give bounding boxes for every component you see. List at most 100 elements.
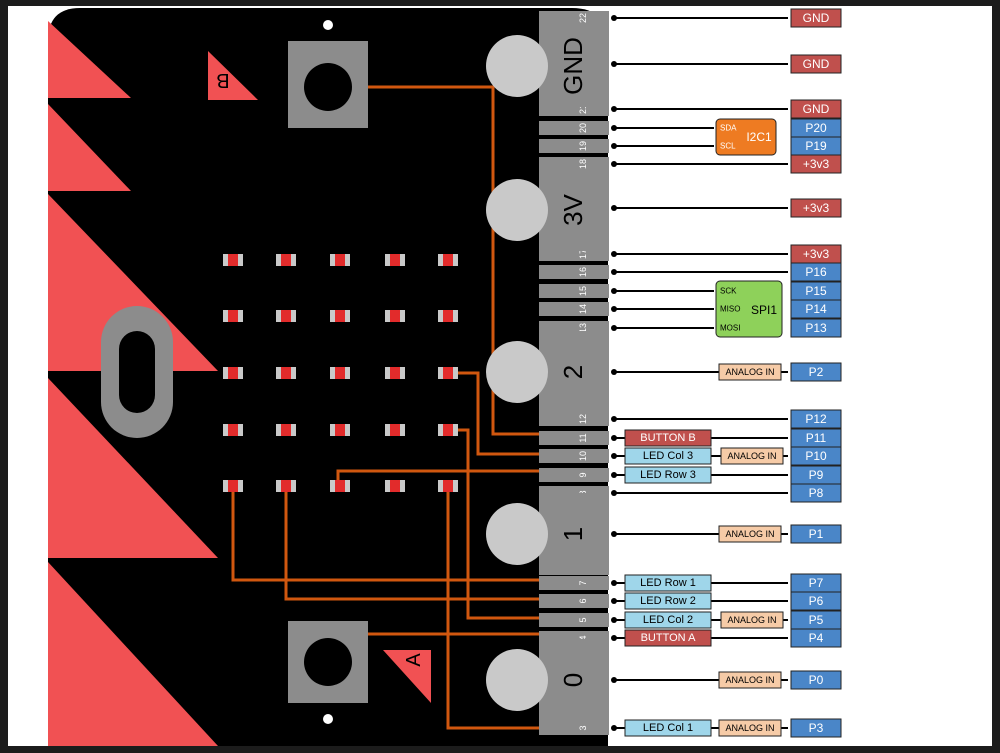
function-label-text: LED Col 2 [643,614,693,626]
pin-connector-dot [611,369,617,375]
pin-label-text: +3v3 [803,247,830,261]
edge-pin-number: 22 [578,13,588,23]
analog-in-label: ANALOG IN [720,447,784,465]
pad-label: 2 [558,365,588,379]
pin-label-gnd: GND [790,8,842,28]
pin-label-text: P2 [809,365,824,379]
edge-pin-strip [539,11,609,25]
edge-pin-number: 10 [578,451,588,461]
analog-in-label: ANALOG IN [718,671,782,689]
red-triangle [48,378,218,558]
edge-pin-number: 13 [578,323,588,333]
pin-label-text: P20 [805,121,827,135]
function-label-text: LED Row 2 [640,595,696,607]
pin-label-p1: P1 [790,524,842,544]
pin-label-p7: P7 [790,573,842,593]
function-label-text: LED Col 3 [643,450,693,462]
pin-label-p20: P20 [790,118,842,138]
red-triangle [48,104,131,191]
pin-label-p6: P6 [790,591,842,611]
led [438,367,458,379]
trace-led-col-3 [453,371,546,456]
edge-pin-number: 17 [578,249,588,259]
i2c-scl-label: SCL [720,142,736,151]
pad-label: 1 [558,527,588,541]
function-label-text: LED Row 3 [640,469,696,481]
red-triangle [48,562,218,746]
pin-connector-dot [611,205,617,211]
spi-miso-label: MISO [720,305,740,314]
function-label-led-row-3: LED Row 3 [624,466,712,484]
pin-label-text: GND [803,11,830,25]
led [223,254,243,266]
pin-connector-dot [611,453,617,459]
pin-label-text: P14 [805,302,827,316]
edge-pin-strip [539,284,609,298]
pin-label-p19: P19 [790,136,842,156]
pin-connector-dot [611,288,617,294]
edge-pin-number: 12 [578,414,588,424]
pin-connector-dot [611,635,617,641]
pin-connector-dot [611,435,617,441]
pin-label-text: P15 [805,284,827,298]
pin-label-plus3v3: +3v3 [790,244,842,264]
led [223,310,243,322]
led [276,480,296,492]
analog-in-label: ANALOG IN [720,611,784,629]
pin-label-p11: P11 [790,428,842,448]
pin-label-text: P0 [809,673,824,687]
button-b-letter: B [216,69,229,91]
led [330,310,350,322]
pad-label: 3V [558,193,588,225]
pin-connector-dot [611,325,617,331]
function-label-button-a: BUTTON A [624,629,712,647]
edge-pin-number: 3 [578,725,588,730]
pin-label-gnd: GND [790,99,842,119]
led [223,424,243,436]
edge-pin-strip [539,449,609,463]
pin-connector-dot [611,61,617,67]
board-oval-component [101,306,173,438]
pin-label-plus3v3: +3v3 [790,198,842,218]
analog-in-label: ANALOG IN [718,363,782,381]
edge-pin-strip [539,412,609,426]
led [385,367,405,379]
led [276,367,296,379]
pin-connector-dot [611,725,617,731]
pin-label-text: P1 [809,527,824,541]
edge-pin-strip [539,431,609,445]
pin-connector-dot [611,161,617,167]
analog-in-text: ANALOG IN [725,675,774,685]
board-traces [231,85,546,730]
trace-button-b [368,85,546,436]
edge-pin-number: 18 [578,159,588,169]
pin-connector-dot [611,143,617,149]
pad-label: GND [558,37,588,95]
led [385,254,405,266]
led [330,424,350,436]
pin-label-p13: P13 [790,318,842,338]
pin-label-text: P7 [809,576,824,590]
pin-label-text: P10 [805,449,827,463]
edge-pin-number: 16 [578,267,588,277]
pad-3v: 3V [486,169,609,251]
function-label-led-col-3: LED Col 3 [624,447,712,465]
pin-connector-dot [611,125,617,131]
pin-label-p5: P5 [790,610,842,630]
pin-label-text: P6 [809,594,824,608]
button-a-letter: A [403,653,425,667]
led [330,367,350,379]
led [330,254,350,266]
pin-label-p2: P2 [790,362,842,382]
edge-pin-strip [539,721,609,735]
pin-connector-dot [611,269,617,275]
led [330,480,350,492]
pin-label-p16: P16 [790,262,842,282]
analog-in-text: ANALOG IN [727,615,776,625]
led [438,480,458,492]
board-red-triangles [48,21,431,746]
i2c-name: I2C1 [746,130,772,144]
function-label-button-b: BUTTON B [624,429,712,447]
pin-label-p12: P12 [790,409,842,429]
